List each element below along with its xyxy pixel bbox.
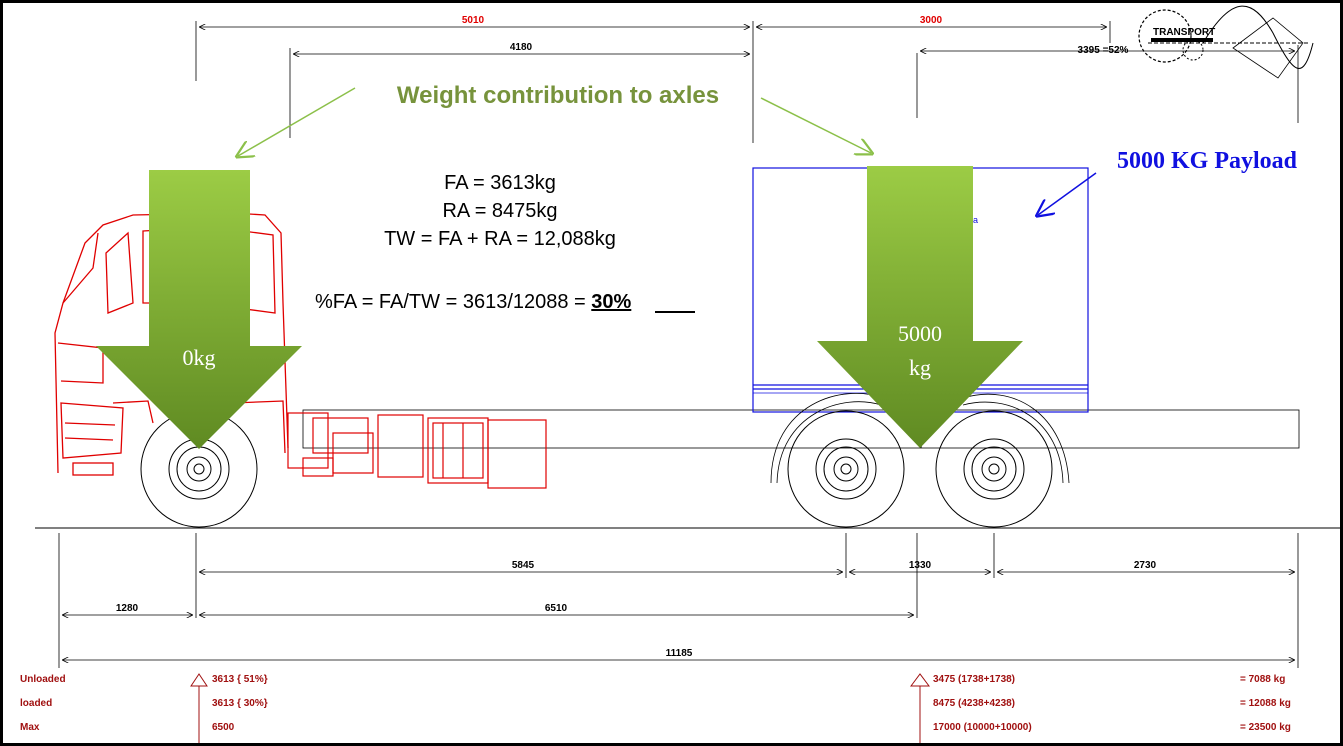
rear-load-label-1: 5000 <box>898 321 942 346</box>
truck-cab <box>54 212 289 476</box>
calc-pct: %FA = FA/TW = 3613/12088 = 30% <box>315 291 632 313</box>
svg-text:a: a <box>973 215 978 225</box>
title-arrow-right <box>760 97 871 153</box>
row-unloaded-front: 3613 { 51%} <box>212 674 268 685</box>
bottom-dimensions: 5845 1330 2730 1280 6510 11185 <box>58 533 1299 668</box>
payload-label: 5000 KG Payload <box>1117 148 1298 174</box>
truck-diagram: 5010 3000 4180 3395 =52% TRANSPORT Weigh… <box>20 5 1340 743</box>
front-load-label: 0kg <box>183 345 216 370</box>
calc-fa: FA = 3613kg <box>444 172 556 194</box>
dim-1280: 1280 <box>116 603 139 614</box>
calc-tw: TW = FA + RA = 12,088kg <box>384 228 616 250</box>
title-arrow-left <box>238 87 356 156</box>
rear-load-arrow: 5000 kg <box>817 166 1023 448</box>
row-max-label: Max <box>20 722 40 733</box>
row-loaded-total: = 12088 kg <box>1240 698 1291 709</box>
transport-logo: TRANSPORT <box>1138 5 1314 79</box>
dim-2730: 2730 <box>1134 560 1157 571</box>
row-max-front: 6500 <box>212 722 235 733</box>
chassis <box>302 409 1300 449</box>
chassis-components <box>287 412 547 489</box>
row-unloaded-total: = 7088 kg <box>1240 674 1285 685</box>
calculation-block: FA = 3613kg RA = 8475kg TW = FA + RA = 1… <box>315 172 695 313</box>
calc-pct-value: 30% <box>591 291 631 313</box>
dim-5845: 5845 <box>512 560 535 571</box>
payload-arrow <box>1038 172 1097 215</box>
dim-4180: 4180 <box>510 42 533 53</box>
rear-load-label-2: kg <box>909 355 931 380</box>
row-unloaded-label: Unloaded <box>20 674 66 685</box>
row-max-total: = 23500 kg <box>1240 722 1291 733</box>
calc-pct-prefix: %FA = FA/TW = 3613/12088 = <box>315 291 591 313</box>
top-dimensions: 5010 3000 4180 3395 =52% <box>195 15 1299 143</box>
front-load-arrow: 0kg <box>96 170 302 449</box>
axle-load-table: Unloaded 3613 { 51%} 3475 (1738+1738) = … <box>20 673 1291 743</box>
row-loaded-front: 3613 { 30%} <box>212 698 268 709</box>
row-loaded-label: loaded <box>20 698 52 709</box>
dim-1330: 1330 <box>909 560 932 571</box>
dim-11185: 11185 <box>666 648 693 659</box>
dim-5010: 5010 <box>462 15 485 26</box>
diagram-title: Weight contribution to axles <box>397 82 719 109</box>
calc-ra: RA = 8475kg <box>442 200 557 222</box>
row-loaded-rear: 8475 (4238+4238) <box>933 698 1015 709</box>
dim-3395: 3395 =52% <box>1078 45 1129 56</box>
row-unloaded-rear: 3475 (1738+1738) <box>933 674 1015 685</box>
dim-3000: 3000 <box>920 15 943 26</box>
logo-text: TRANSPORT <box>1153 27 1215 38</box>
row-max-rear: 17000 (10000+10000) <box>933 722 1032 733</box>
dim-6510: 6510 <box>545 603 568 614</box>
